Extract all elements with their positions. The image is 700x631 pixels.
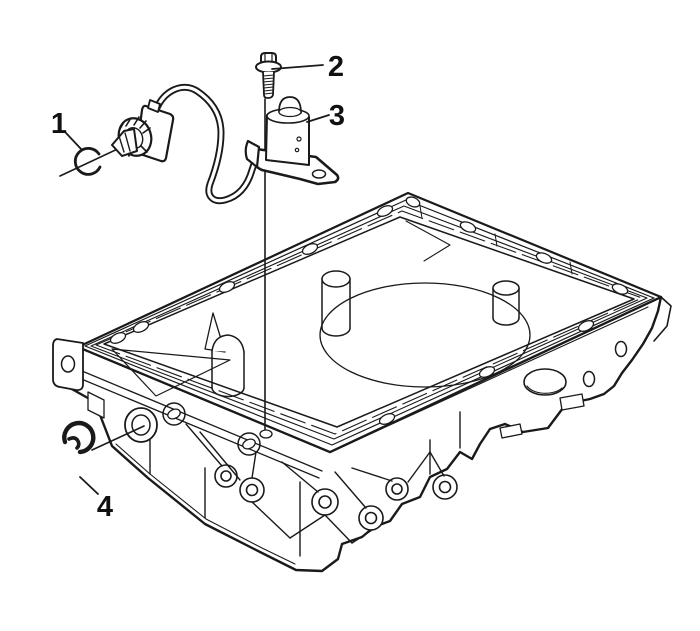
e-clip-prong <box>67 436 81 450</box>
sensor-port-boss <box>124 407 158 443</box>
oil-pan-interior <box>111 205 573 398</box>
face-hole <box>614 340 628 358</box>
bolt-target-hole <box>259 429 273 439</box>
callout-3: 3 <box>306 100 345 132</box>
solenoid-neck-rim <box>278 106 302 118</box>
face-hole <box>582 370 596 388</box>
solenoid-dot <box>296 136 302 142</box>
wiring-harness <box>152 83 260 205</box>
solenoid-ear-hole <box>311 169 327 179</box>
drain-inner-arc <box>526 385 563 394</box>
rib-struts <box>149 411 461 557</box>
drilled-bosses <box>214 464 458 531</box>
callout-1: 1 <box>51 108 83 151</box>
corner-brace <box>405 220 451 262</box>
sump-bowl-circle <box>319 282 531 388</box>
oil-pan-sump-body <box>68 295 672 573</box>
connector-top-tab <box>147 99 161 113</box>
drain-bulge <box>523 368 567 396</box>
callout-4-label: 4 <box>97 491 113 523</box>
wall-ticks <box>419 205 573 275</box>
oil-level-sensor-connector <box>111 99 175 163</box>
corner-brace <box>111 348 231 397</box>
rim-inner-line <box>84 199 655 446</box>
connector-nose-ribs <box>118 132 131 153</box>
connector-nose <box>111 128 138 157</box>
foot <box>499 423 523 439</box>
callout-4: 4 <box>79 425 145 523</box>
bolt-threads <box>262 74 275 95</box>
sump-outline <box>68 295 663 573</box>
gasket-bead-1 <box>90 205 648 440</box>
oil-pan-front-face <box>66 306 649 557</box>
callout-2-label: 2 <box>328 51 344 83</box>
oil-pan-flange <box>52 191 663 454</box>
front-rail-upper <box>69 365 323 472</box>
solenoid-dot <box>294 147 300 153</box>
flange-bolt-holes <box>109 196 629 425</box>
harness-inner <box>154 85 258 203</box>
interior-boss <box>321 270 351 337</box>
callout-2: 2 <box>271 51 344 83</box>
harness-outer <box>152 83 260 205</box>
interior-boss <box>492 280 520 326</box>
callout-3-leader <box>306 114 330 123</box>
solenoid-wire-bracket <box>244 139 261 169</box>
callout-1-label: 1 <box>51 108 67 140</box>
foot <box>559 393 585 411</box>
pan-opening-edge <box>103 216 635 428</box>
rail-bolt-hole <box>242 438 256 450</box>
left-face-step <box>87 391 105 419</box>
callout-3-label: 3 <box>329 100 345 132</box>
gasket-bead-2 <box>95 210 643 435</box>
callout-4-axis-line <box>91 425 145 451</box>
callout-2-leader <box>271 64 324 70</box>
ear-bolt-hole <box>60 355 76 373</box>
callout-1-leader <box>65 132 83 151</box>
bolt-head-flange <box>255 60 282 74</box>
front-rail-lower <box>66 372 320 479</box>
rail-bolt-hole <box>167 408 181 420</box>
flanged-bolt <box>255 52 282 99</box>
right-end-step <box>653 296 672 342</box>
oil-level-solenoid <box>244 96 340 186</box>
sump-inner-bottom-line <box>115 443 296 565</box>
callout-4-leader <box>79 476 99 495</box>
e-clip-ring <box>62 420 96 455</box>
retaining-e-clip <box>62 420 96 455</box>
o-ring <box>73 146 102 176</box>
